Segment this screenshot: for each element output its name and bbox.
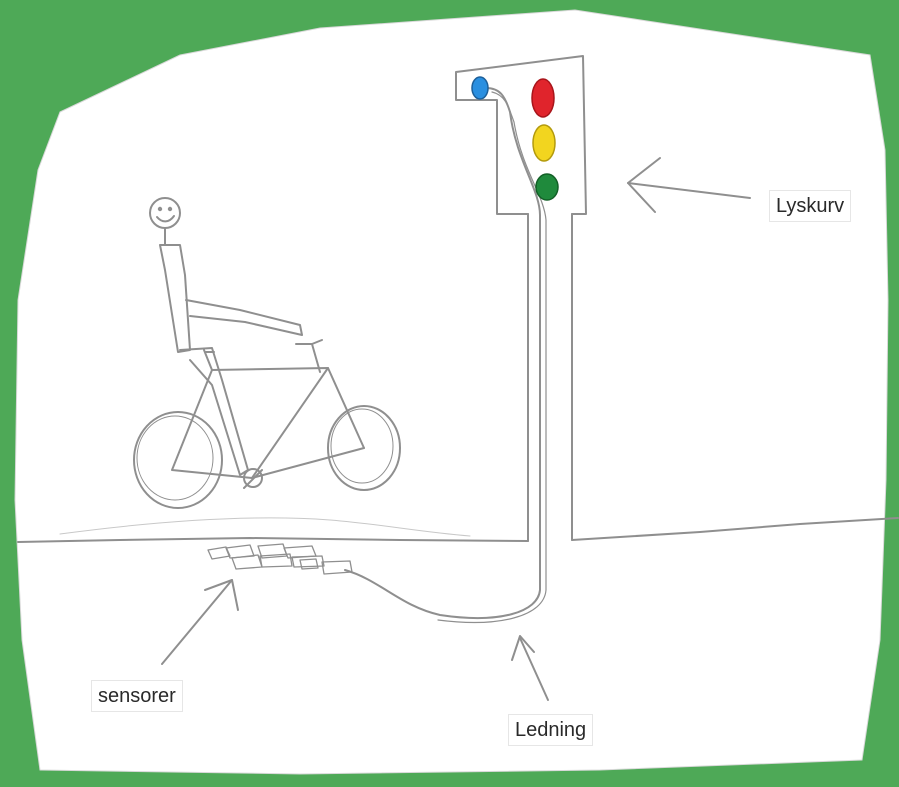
road-sensors <box>207 543 353 575</box>
yellow-lamp <box>532 124 556 162</box>
traffic-light-head <box>455 55 587 215</box>
red-lamp <box>531 78 555 118</box>
label-sensorer: sensorer <box>91 680 183 712</box>
bicycle <box>133 339 401 509</box>
label-lyskurv: Lyskurv <box>769 190 852 222</box>
green-lamp <box>535 173 559 201</box>
blue-lamp <box>471 76 489 100</box>
arrow-to-sensors <box>161 579 239 665</box>
traffic-light-lamps <box>471 76 559 201</box>
paper-sheet <box>14 9 889 775</box>
arrow-to-cable <box>511 635 549 701</box>
ground-line <box>17 517 899 543</box>
ground-shading <box>59 517 471 537</box>
label-ledning: Ledning <box>508 714 594 746</box>
cyclist-figure <box>149 197 303 476</box>
traffic-light-pole <box>527 213 573 542</box>
arrow-to-lyskurv <box>627 157 751 213</box>
